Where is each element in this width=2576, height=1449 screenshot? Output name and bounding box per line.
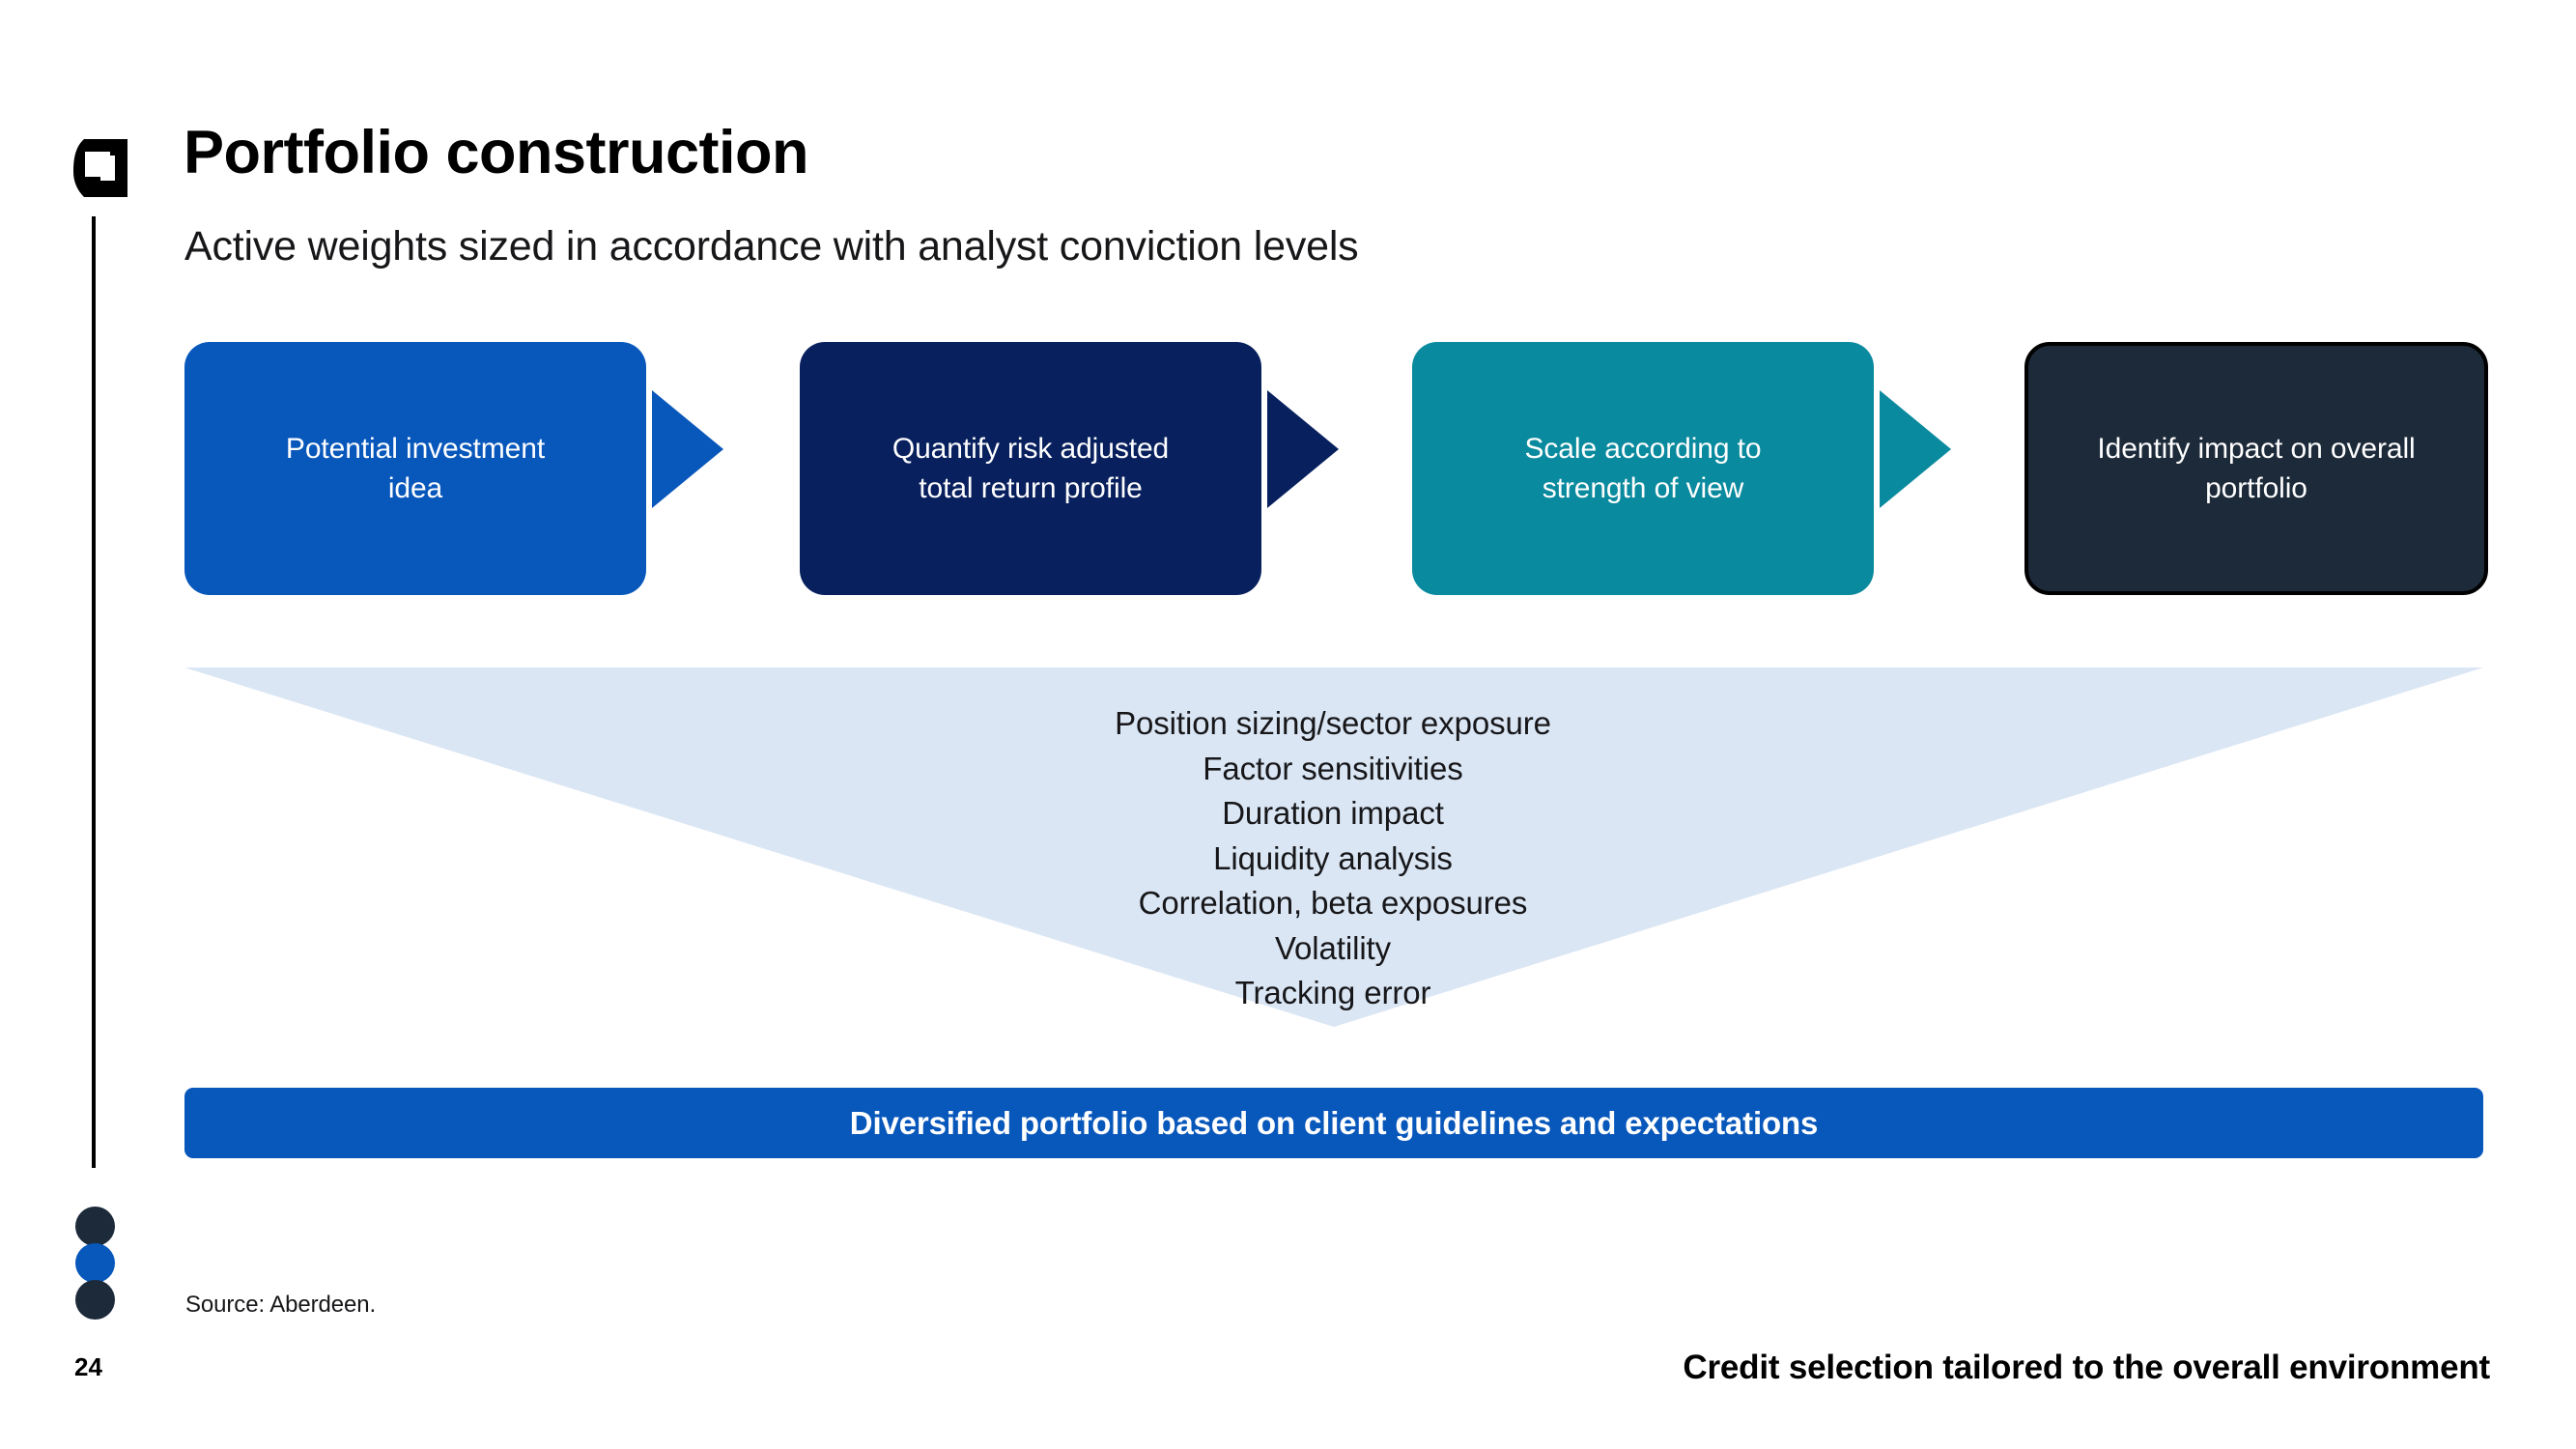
page-title: Portfolio construction (184, 119, 808, 186)
process-step-1[interactable]: Potential investment idea (184, 342, 646, 595)
process-step-4-label: Identify impact on overall portfolio (2097, 432, 2416, 504)
funnel-item: Factor sensitivities (1203, 750, 1463, 786)
process-arrow-1-icon (652, 390, 723, 508)
footer-dot (75, 1207, 115, 1246)
funnel-criteria-list: Position sizing/sector exposure Factor s… (1014, 701, 1652, 1016)
footer-dots (75, 1207, 118, 1320)
funnel-item: Volatility (1274, 929, 1392, 966)
funnel-item: Duration impact (1222, 795, 1444, 832)
summary-banner: Diversified portfolio based on client gu… (184, 1088, 2483, 1158)
funnel-item: Position sizing/sector exposure (1115, 705, 1551, 741)
process-step-2[interactable]: Quantify risk adjusted total return prof… (800, 342, 1261, 595)
aberdeen-logo-icon (73, 139, 127, 197)
page-subtitle: Active weights sized in accordance with … (184, 223, 1359, 270)
funnel-item: Correlation, beta exposures (1138, 885, 1528, 922)
footer-dot (75, 1280, 115, 1320)
footer-dot (75, 1243, 115, 1283)
left-vertical-rule (92, 216, 96, 1168)
footer-tagline: Credit selection tailored to the overall… (1683, 1349, 2490, 1386)
funnel-item: Liquidity analysis (1213, 839, 1453, 876)
funnel-item: Tracking error (1234, 975, 1431, 1011)
page-number: 24 (74, 1352, 102, 1381)
process-step-2-label: Quantify risk adjusted total return prof… (892, 432, 1170, 504)
process-step-1-label: Potential investment idea (285, 432, 546, 504)
process-arrow-3-icon (1880, 390, 1951, 508)
source-note: Source: Aberdeen. (185, 1292, 377, 1318)
process-arrow-2-icon (1267, 390, 1339, 508)
process-step-3-label: Scale according to strength of view (1524, 432, 1762, 504)
summary-banner-label: Diversified portfolio based on client gu… (849, 1104, 1819, 1141)
process-step-3[interactable]: Scale according to strength of view (1412, 342, 1874, 595)
process-step-4[interactable]: Identify impact on overall portfolio (2024, 342, 2488, 595)
